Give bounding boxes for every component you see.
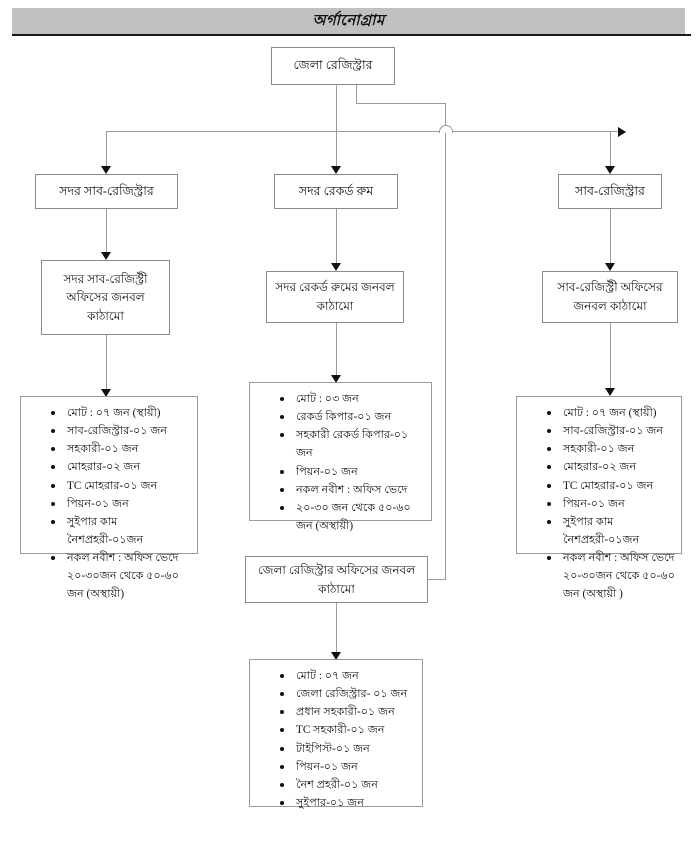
- connector-long-vertical-elbow: [428, 579, 446, 580]
- node-sub-registry-office-manpower-label: সাব-রেজিস্ট্রী অফিসের জনবল কাঠামো: [557, 280, 663, 313]
- arrowhead-to-sadar-sub-registry-manpower: [101, 252, 111, 260]
- page-title: অর্গানোগ্রাম: [312, 12, 385, 29]
- node-district-registrar[interactable]: জেলা রেজিস্ট্রার: [271, 47, 395, 85]
- arrowhead-to-sadar-sub-registry-list: [101, 389, 111, 397]
- list-item: মোট : ০৭ জন (স্থায়ী): [51, 404, 191, 422]
- list-item: নৈশ প্রহরী-০১ জন: [280, 776, 416, 794]
- list-item: মোট : ০৩ জন: [280, 390, 425, 408]
- connector-sub-registry-to-list: [610, 323, 611, 395]
- node-district-registrar-label: জেলা রেজিস্ট্রার: [293, 58, 373, 73]
- list-item: টাইপিস্ট-০১ জন: [280, 740, 416, 758]
- listbox-sadar-sub-registry-staff: মোট : ০৭ জন (স্থায়ী) সাব-রেজিস্ট্রার-০১…: [20, 396, 198, 600]
- list-item: পিয়ন-০১ জন: [51, 495, 191, 513]
- listbox-record-room-staff: মোট : ০৩ জন রেকর্ড কিপার-০১ জন সহকারী রে…: [249, 382, 432, 532]
- connector-dr-right-stub: [356, 85, 357, 104]
- record-room-staff-list: মোট : ০৩ জন রেকর্ড কিপার-০১ জন সহকারী রে…: [254, 390, 425, 535]
- list-item: সুইপার কাম নৈশপ্রহরী-০১জন: [547, 513, 675, 549]
- list-item: সাব-রেজিস্ট্রার-০১ জন: [51, 422, 191, 440]
- node-sadar-record-room-manpower[interactable]: সদর রেকর্ড রুমের জনবল কাঠামো: [266, 271, 404, 323]
- connector-line-hop: [439, 125, 453, 133]
- list-item: মোট : ০৭ জন (স্থায়ী): [547, 404, 675, 422]
- connector-sub-registrar-down: [610, 209, 611, 266]
- list-item: TC মোহরার-০১ জন: [51, 477, 191, 495]
- list-item: TC সহকারী-০১ জন: [280, 721, 416, 739]
- list-item: পিয়ন-০১ জন: [280, 758, 416, 776]
- node-sadar-sub-registry-office-manpower[interactable]: সদর সাব-রেজিস্ট্রী অফিসের জনবল কাঠামো: [41, 260, 170, 335]
- district-registrar-staff-list: মোট : ০৭ জন জেলা রেজিস্ট্রার- ০১ জন প্রধ…: [254, 667, 416, 812]
- arrowhead-to-district-registrar-staff-list: [331, 652, 341, 660]
- list-item: নকল নবীশ : অফিস ভেদে ২০-৩০জন থেকে ৫০-৬০ …: [51, 549, 191, 603]
- list-item: সাব-রেজিস্ট্রার-০১ জন: [547, 422, 675, 440]
- node-sadar-sub-registrar-label: সদর সাব-রেজিস্ট্রার: [59, 183, 154, 198]
- list-item: পিয়ন-০১ জন: [547, 495, 675, 513]
- arrowhead-to-sub-registry-manpower: [605, 263, 615, 271]
- connector-dr-right-elbow: [356, 103, 446, 104]
- listbox-district-registrar-staff: মোট : ০৭ জন জেলা রেজিস্ট্রার- ০১ জন প্রধ…: [249, 659, 423, 809]
- node-sadar-record-room-manpower-label: সদর রেকর্ড রুমের জনবল কাঠামো: [275, 280, 395, 313]
- connector-sadar-sub-registrar-down: [106, 209, 107, 255]
- node-district-registrar-office-manpower[interactable]: জেলা রেজিস্ট্রার অফিসের জনবল কাঠামো: [245, 556, 428, 603]
- connector-bus-to-left: [106, 131, 107, 166]
- node-sub-registrar[interactable]: সাব-রেজিস্ট্রার: [558, 174, 662, 209]
- connector-bus-to-right: [610, 131, 611, 166]
- arrowhead-to-record-room-list: [331, 375, 341, 383]
- list-item: প্রধান সহকারী-০১ জন: [280, 703, 416, 721]
- list-item: মোহরার-০২ জন: [547, 458, 675, 476]
- arrowhead-to-sub-registrar: [605, 166, 615, 174]
- page-header-bar: অর্গানোগ্রাম: [12, 8, 685, 34]
- node-sadar-sub-registrar[interactable]: সদর সাব-রেজিস্ট্রার: [35, 174, 178, 209]
- list-item: সহকারী-০১ জন: [547, 440, 675, 458]
- node-sub-registry-office-manpower[interactable]: সাব-রেজিস্ট্রী অফিসের জনবল কাঠামো: [542, 271, 678, 323]
- list-item: ২০-৩০ জন থেকে ৫০-৬০ জন (অস্থায়ী): [280, 499, 425, 535]
- node-sadar-record-room[interactable]: সদর রেকর্ড রুম: [274, 174, 398, 209]
- arrowhead-to-record-room-manpower: [331, 263, 341, 271]
- connector-bus-horizontal: [106, 131, 626, 132]
- list-item: সুইপার-০১ জন: [280, 794, 416, 812]
- connector-dr-long-vertical: [445, 103, 446, 579]
- node-sadar-record-room-label: সদর রেকর্ড রুম: [298, 183, 374, 198]
- sub-registry-staff-list: মোট : ০৭ জন (স্থায়ী) সাব-রেজিস্ট্রার-০১…: [521, 404, 675, 604]
- list-item: নকল নবীশ : অফিস ভেদে: [280, 481, 425, 499]
- connector-sadar-sub-registry-to-list: [106, 335, 107, 397]
- list-item: সহকারী রেকর্ড কিপার-০১ জন: [280, 426, 425, 462]
- list-item: নকল নবীশ : অফিস ভেদে ২০-৩০জন থেকে ৫০-৬০ …: [547, 549, 675, 603]
- arrowhead-to-sadar-record-room: [331, 166, 341, 174]
- list-item: সহকারী-০১ জন: [51, 440, 191, 458]
- list-item: মোহরার-০২ জন: [51, 458, 191, 476]
- node-district-registrar-office-manpower-label: জেলা রেজিস্ট্রার অফিসের জনবল কাঠামো: [257, 562, 416, 596]
- connector-dr-office-to-list: [336, 603, 337, 660]
- list-item: রেকর্ড কিপার-০১ জন: [280, 408, 425, 426]
- list-item: মোট : ০৭ জন: [280, 667, 416, 685]
- connector-record-room-to-list: [336, 323, 337, 383]
- connector-sadar-record-room-down: [336, 209, 337, 266]
- arrowhead-to-sub-registry-list: [605, 388, 615, 396]
- node-sub-registrar-label: সাব-রেজিস্ট্রার: [575, 183, 645, 198]
- header-divider: [12, 34, 691, 36]
- node-sadar-sub-registry-office-manpower-label: সদর সাব-রেজিস্ট্রী অফিসের জনবল কাঠামো: [63, 271, 148, 323]
- arrowhead-bus-right-end: [618, 127, 626, 137]
- list-item: সুইপার কাম নৈশপ্রহরী-০১জন: [51, 513, 191, 549]
- connector-dr-left-stub: [336, 85, 337, 131]
- list-item: পিয়ন-০১ জন: [280, 463, 425, 481]
- connector-bus-to-middle: [336, 131, 337, 166]
- arrowhead-to-sadar-sub-registrar: [101, 166, 111, 174]
- list-item: TC মোহরার-০১ জন: [547, 477, 675, 495]
- listbox-sub-registry-staff: মোট : ০৭ জন (স্থায়ী) সাব-রেজিস্ট্রার-০১…: [516, 396, 682, 600]
- sadar-sub-registry-staff-list: মোট : ০৭ জন (স্থায়ী) সাব-রেজিস্ট্রার-০১…: [25, 404, 191, 604]
- list-item: জেলা রেজিস্ট্রার- ০১ জন: [280, 685, 416, 703]
